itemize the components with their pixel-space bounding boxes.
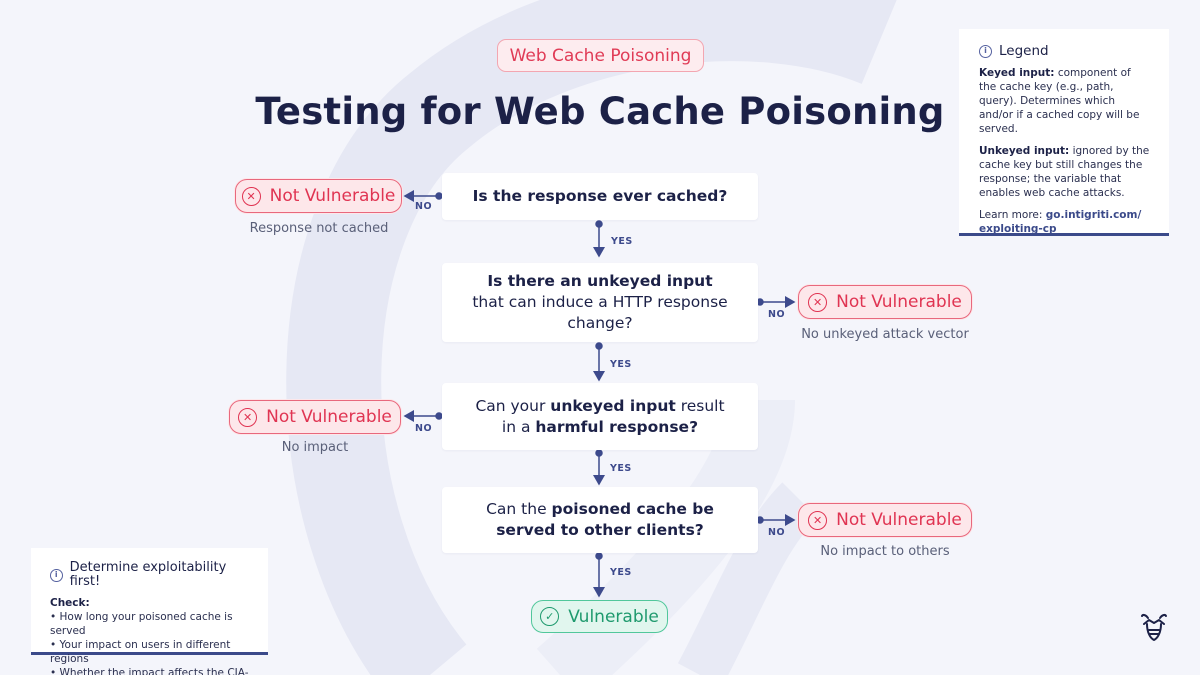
edge-label-yes: YES — [611, 236, 633, 247]
bee-logo-icon — [1141, 613, 1167, 641]
outcome-label: Not Vulnerable — [836, 292, 962, 312]
outcome-caption: No unkeyed attack vector — [801, 327, 969, 342]
legend-learn-more: Learn more: go.intigriti.com/ exploiting… — [979, 208, 1151, 236]
outcome-label: Vulnerable — [568, 606, 659, 627]
outcome-not-vulnerable: ✕ Not Vulnerable — [798, 285, 972, 319]
question-text-bold: Is there an unkeyed input — [487, 272, 713, 290]
x-circle-icon: ✕ — [808, 292, 828, 312]
legend-term: Keyed input: — [979, 67, 1055, 79]
info-icon: i — [979, 44, 992, 58]
list-item: • Whether the impact affects the CIA-tri… — [50, 667, 249, 675]
question-text-plain: Can the — [486, 500, 552, 518]
legend-keyed: Keyed input: component of the cache key … — [979, 66, 1151, 136]
legend-unkeyed: Unkeyed input: ignored by the cache key … — [979, 144, 1151, 200]
exploitability-panel: i Determine exploitability first! Check:… — [31, 548, 268, 675]
edge-label-yes: YES — [610, 463, 632, 474]
edge-label-no: NO — [415, 423, 433, 434]
question-text: Is there an unkeyed input that can induc… — [472, 271, 728, 334]
question-text-plain: result — [675, 396, 725, 415]
list-item: • How long your poisoned cache is served — [50, 611, 233, 637]
legend-panel: i Legend Keyed input: component of the c… — [959, 29, 1169, 236]
edge-label-yes: YES — [610, 359, 632, 370]
outcome-vulnerable: ✓ Vulnerable — [531, 600, 668, 633]
exploit-check-label: Check: — [50, 596, 254, 610]
exploit-header: i Determine exploitability first! — [50, 561, 254, 589]
question-unkeyed-input: Is there an unkeyed input that can induc… — [442, 263, 758, 342]
page-title: Testing for Web Cache Poisoning — [255, 90, 945, 133]
question-served-to-others: Can the poisoned cache be served to othe… — [442, 487, 758, 553]
info-icon: i — [50, 568, 63, 582]
x-circle-icon: ✕ — [241, 186, 261, 206]
outcome-not-vulnerable: ✕ Not Vulnerable — [798, 503, 972, 537]
x-circle-icon: ✕ — [808, 510, 828, 530]
question-text-plain: that can induce a HTTP response change? — [472, 293, 728, 332]
check-circle-icon: ✓ — [540, 607, 560, 626]
edge-label-no: NO — [768, 309, 786, 320]
legend-header: i Legend — [979, 44, 1151, 58]
exploit-title: Determine exploitability first! — [69, 560, 227, 589]
question-text: Is the response ever cached? — [472, 187, 728, 205]
outcome-caption: No impact to others — [820, 544, 950, 559]
question-text-bold: unkeyed input — [550, 396, 676, 415]
outcome-not-vulnerable: ✕ Not Vulnerable — [229, 400, 401, 434]
question-response-cached: Is the response ever cached? — [442, 173, 758, 220]
legend-desc: ignored by the cache key but still chang… — [979, 145, 1150, 199]
legend-term: Unkeyed input: — [979, 145, 1070, 157]
question-text-bold: harmful response? — [535, 417, 699, 436]
question-harmful-response: Can your unkeyed input result in a harmf… — [442, 383, 758, 450]
legend-title: Legend — [999, 43, 1049, 59]
question-text: Can the poisoned cache be served to othe… — [486, 499, 714, 541]
outcome-caption: Response not cached — [249, 221, 389, 236]
topic-tag: Web Cache Poisoning — [497, 39, 704, 72]
outcome-label: Not Vulnerable — [836, 510, 962, 530]
question-text-plain: in a — [501, 417, 536, 436]
edge-label-no: NO — [768, 527, 786, 538]
question-text-bold: poisoned cache be — [551, 500, 714, 518]
learn-more-link[interactable]: go.intigriti.com/ exploiting-cp — [979, 209, 1142, 235]
outcome-label: Not Vulnerable — [266, 407, 392, 427]
list-item: • Your impact on users in different regi… — [50, 639, 231, 665]
outcome-caption: No impact — [281, 440, 349, 455]
x-circle-icon: ✕ — [238, 407, 258, 427]
legend-desc: component of the cache key (e.g., path, … — [979, 67, 1140, 135]
edge-label-yes: YES — [610, 567, 632, 578]
edge-label-no: NO — [415, 201, 433, 212]
question-text: Can your unkeyed input result in a harmf… — [475, 396, 724, 438]
learn-more-label: Learn more: — [979, 209, 1046, 221]
question-text-plain: Can your — [475, 396, 551, 415]
outcome-not-vulnerable: ✕ Not Vulnerable — [235, 179, 402, 213]
outcome-label: Not Vulnerable — [269, 186, 396, 206]
check-label: Check: — [50, 597, 90, 609]
question-text-bold: served to other clients? — [496, 521, 704, 539]
